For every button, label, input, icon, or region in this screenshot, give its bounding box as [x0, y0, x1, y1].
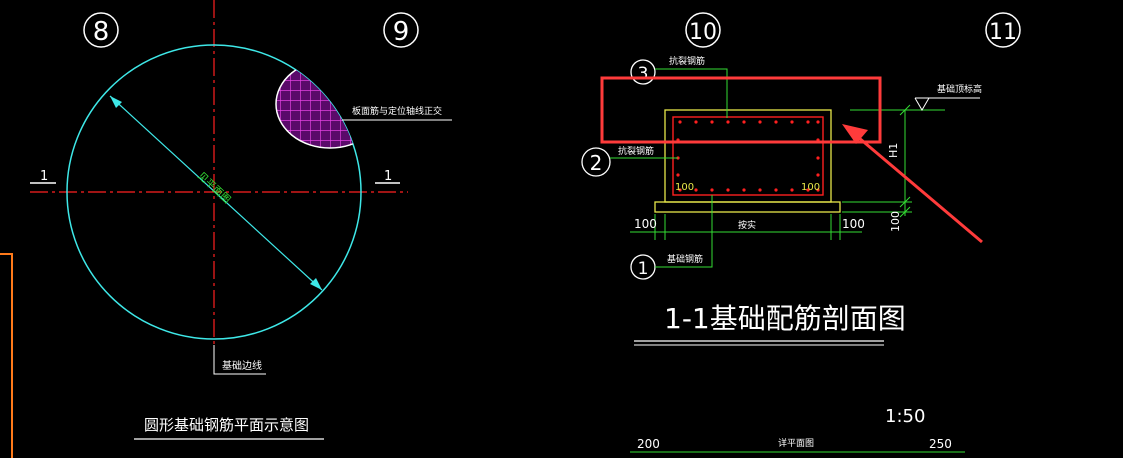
callout-2-text: 抗裂钢筋 [618, 145, 654, 157]
highlight-arrow-head [842, 124, 868, 144]
bottom-dim-left: 200 [637, 437, 660, 451]
foundation-edge-note: 基础边线 [222, 359, 262, 372]
bottom-thickness-label: 100 [889, 211, 902, 232]
width-right-label: 100 [842, 217, 865, 231]
callout-2-number: 2 [590, 151, 603, 175]
highlight-arrow-shaft [851, 130, 983, 244]
foundation-edge-leader [213, 345, 266, 375]
elevation-triangle [914, 97, 930, 111]
callout-1-leader [655, 195, 713, 268]
axis-bubble-9[interactable]: 9 [383, 12, 419, 48]
bottom-dimensions: 200 详平面图 250 [630, 437, 965, 453]
callout-3-leader [655, 68, 728, 118]
axis-bubble-10[interactable]: 10 [685, 12, 721, 48]
frame-edge-line [0, 253, 13, 458]
rebar-cage [672, 116, 824, 196]
foundation-circle[interactable] [66, 44, 362, 340]
axis-label-11: 11 [989, 20, 1017, 45]
plan-title: 圆形基础钢筋平面示意图 [144, 416, 309, 434]
width-left-label: 100 [634, 217, 657, 231]
axis-label-8: 8 [93, 17, 110, 47]
diameter-arrow-end [310, 278, 322, 290]
callout-1-number: 1 [638, 259, 649, 279]
bottom-dim-right: 250 [929, 437, 952, 451]
cover-left-label: 100 [675, 182, 694, 193]
cover-right-label: 100 [801, 182, 820, 193]
rebar-dots [676, 120, 820, 192]
section-mark-right-label: 1 [384, 169, 392, 184]
highlight-box[interactable] [600, 76, 882, 144]
section-title: 1-1基础配筋剖面图 [664, 302, 906, 335]
diameter-dimension-line [109, 95, 323, 291]
axis-label-9: 9 [393, 17, 410, 47]
callout-3-number: 3 [638, 64, 649, 84]
overlap-hatch-region [275, 59, 361, 149]
section-mark-left-label: 1 [40, 169, 48, 184]
height-dimension-label: H1 [887, 143, 900, 158]
axis-bubble-11[interactable]: 11 [985, 12, 1021, 48]
blinding-layer [654, 201, 841, 213]
scale-label: 1:50 [885, 406, 925, 427]
diameter-arrow-start [110, 96, 122, 108]
callout-3-bubble[interactable] [630, 59, 656, 85]
callout-1-text: 基础钢筋 [667, 253, 703, 265]
plan-view[interactable]: 见平面图 1 1 板面筋与定位轴线正交 基础边线 圆形基础钢筋平面示意图 [30, 0, 452, 440]
bottom-dim-mid: 详平面图 [778, 437, 814, 449]
axis-bubble-8[interactable]: 8 [83, 12, 119, 48]
axis-label-10: 10 [689, 20, 717, 45]
elevation-note: 基础顶标高 [937, 83, 982, 95]
height-tick-top [899, 104, 911, 116]
callout-2-bubble[interactable] [581, 147, 611, 177]
width-mid-label: 按实 [738, 219, 756, 231]
callout-3-text: 抗裂钢筋 [669, 55, 705, 67]
overlap-note: 板面筋与定位轴线正交 [352, 105, 442, 117]
section-view[interactable]: 100 100 3 抗裂钢筋 2 抗裂钢筋 1 基础钢筋 基础顶标高 H1 10… [581, 55, 983, 427]
